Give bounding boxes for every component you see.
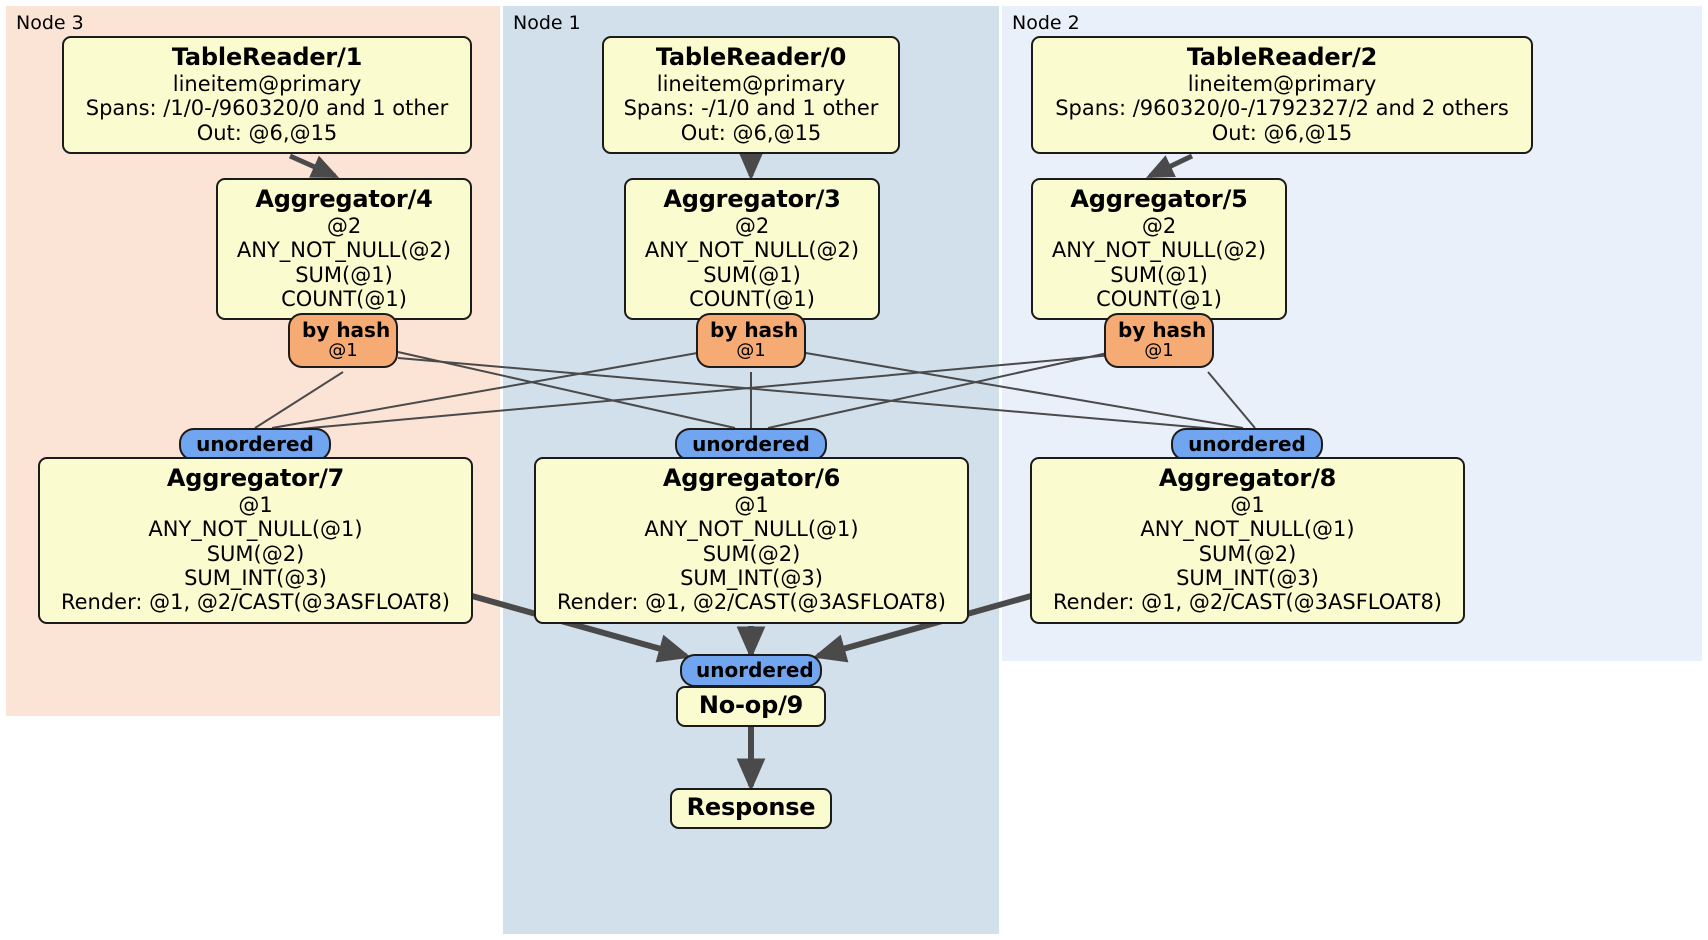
processor-line: Spans: -/1/0 and 1 other	[623, 96, 879, 121]
panel-node-2-label: Node 2	[1012, 12, 1080, 34]
processor-line: SUM_INT(@3)	[184, 565, 327, 590]
processor-line: Out: @6,@15	[1211, 120, 1353, 145]
processor-title: Aggregator/3	[663, 185, 841, 213]
processor-title: Aggregator/5	[1070, 185, 1248, 213]
router-by-hash-right[interactable]: by hash @1	[1104, 313, 1214, 368]
processor-response[interactable]: Response	[670, 788, 832, 829]
processor-line: Render: @1, @2/CAST(@3ASFLOAT8)	[1052, 590, 1443, 615]
processor-line: @2	[734, 213, 770, 238]
processor-line: Out: @6,@15	[680, 120, 822, 145]
processor-line: COUNT(@1)	[281, 286, 407, 311]
processor-line: lineitem@primary	[172, 71, 362, 96]
processor-line: ANY_NOT_NULL(@2)	[236, 238, 452, 263]
processor-noop-9[interactable]: No-op/9	[676, 686, 826, 727]
router-label: by hash	[302, 318, 391, 342]
processor-line: SUM_INT(@3)	[680, 565, 823, 590]
processor-line: ANY_NOT_NULL(@1)	[644, 517, 859, 542]
router-column: @1	[736, 340, 766, 361]
panel-node-1-label: Node 1	[513, 12, 581, 34]
processor-line: Render: @1, @2/CAST(@3ASFLOAT8)	[556, 590, 947, 615]
processor-title: Aggregator/6	[662, 464, 841, 492]
processor-line: SUM(@1)	[1110, 262, 1208, 287]
processor-line: SUM(@2)	[1198, 541, 1297, 566]
processor-aggregator-4[interactable]: Aggregator/4 @2 ANY_NOT_NULL(@2) SUM(@1)…	[216, 178, 472, 321]
processor-line: ANY_NOT_NULL(@2)	[644, 238, 860, 263]
processor-aggregator-3[interactable]: Aggregator/3 @2 ANY_NOT_NULL(@2) SUM(@1)…	[624, 178, 880, 321]
processor-line: SUM(@1)	[295, 262, 393, 287]
processor-line: @1	[1230, 492, 1265, 517]
processor-line: @2	[1141, 213, 1177, 238]
processor-line: Spans: /1/0-/960320/0 and 1 other	[85, 96, 449, 121]
processor-line: ANY_NOT_NULL(@1)	[1140, 517, 1355, 542]
processor-line: @1	[238, 492, 273, 517]
router-by-hash-left[interactable]: by hash @1	[288, 313, 398, 368]
processor-aggregator-7[interactable]: Aggregator/7 @1 ANY_NOT_NULL(@1) SUM(@2)…	[38, 457, 473, 624]
router-by-hash-mid[interactable]: by hash @1	[696, 313, 806, 368]
processor-title: Aggregator/4	[255, 185, 433, 213]
processor-tablereader-1[interactable]: TableReader/1 lineitem@primary Spans: /1…	[62, 36, 472, 154]
processor-aggregator-6[interactable]: Aggregator/6 @1 ANY_NOT_NULL(@1) SUM(@2)…	[534, 457, 969, 624]
processor-line: Spans: /960320/0-/1792327/2 and 2 others	[1055, 96, 1509, 121]
processor-line: SUM_INT(@3)	[1176, 565, 1319, 590]
processor-tablereader-2[interactable]: TableReader/2 lineitem@primary Spans: /9…	[1031, 36, 1533, 154]
processor-title: Aggregator/8	[1158, 464, 1337, 492]
processor-line: @1	[734, 492, 769, 517]
processor-line: lineitem@primary	[1187, 71, 1377, 96]
stream-unordered-mid[interactable]: unordered	[675, 428, 827, 461]
router-column: @1	[328, 340, 358, 361]
processor-title: Response	[686, 793, 816, 821]
processor-line: SUM(@1)	[703, 262, 801, 287]
processor-line: @2	[326, 213, 362, 238]
processor-title: TableReader/2	[1186, 43, 1378, 71]
stream-unordered-right[interactable]: unordered	[1171, 428, 1323, 461]
processor-line: lineitem@primary	[656, 71, 846, 96]
processor-title: TableReader/1	[171, 43, 363, 71]
processor-line: SUM(@2)	[702, 541, 801, 566]
processor-line: Out: @6,@15	[196, 120, 338, 145]
router-label: by hash	[710, 318, 799, 342]
processor-line: SUM(@2)	[206, 541, 305, 566]
processor-line: COUNT(@1)	[689, 286, 815, 311]
processor-line: ANY_NOT_NULL(@2)	[1051, 238, 1267, 263]
router-label: by hash	[1118, 318, 1207, 342]
processor-title: Aggregator/7	[166, 464, 345, 492]
router-column: @1	[1144, 340, 1174, 361]
processor-line: Render: @1, @2/CAST(@3ASFLOAT8)	[60, 590, 451, 615]
panel-node-3-label: Node 3	[16, 12, 84, 34]
stream-unordered-left[interactable]: unordered	[179, 428, 331, 461]
processor-aggregator-5[interactable]: Aggregator/5 @2 ANY_NOT_NULL(@2) SUM(@1)…	[1031, 178, 1287, 321]
stream-unordered-final[interactable]: unordered	[680, 654, 822, 687]
processor-line: COUNT(@1)	[1096, 286, 1222, 311]
processor-line: ANY_NOT_NULL(@1)	[148, 517, 363, 542]
processor-tablereader-0[interactable]: TableReader/0 lineitem@primary Spans: -/…	[602, 36, 900, 154]
processor-title: No-op/9	[698, 691, 804, 719]
processor-aggregator-8[interactable]: Aggregator/8 @1 ANY_NOT_NULL(@1) SUM(@2)…	[1030, 457, 1465, 624]
processor-title: TableReader/0	[655, 43, 847, 71]
